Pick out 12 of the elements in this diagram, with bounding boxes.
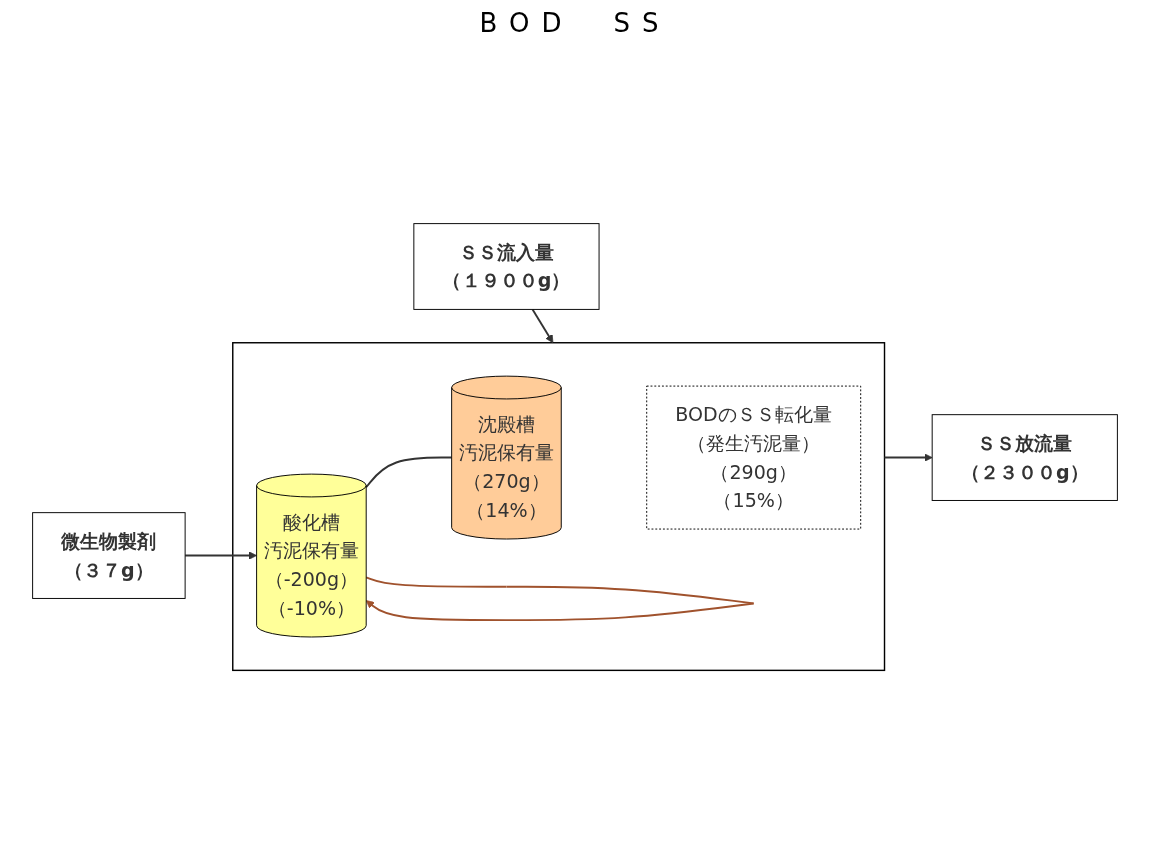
node-box: 微生物製剤 （３７g） [32,511,186,599]
connector [365,456,453,488]
flow-label: BOD [479,8,574,38]
arrow [365,575,755,621]
arrow [531,307,554,343]
cluster [232,341,886,671]
node-box: BODのＳＳ転化量 （発生汚泥量） （290g） （15%） [646,385,862,530]
arrow [184,550,257,560]
flow-label: SS [613,8,671,38]
arrow [883,452,933,462]
node-box: ＳＳ流入量 （１９００g） [413,222,600,310]
node-box: ＳＳ放流量 （２３００g） [931,413,1118,501]
